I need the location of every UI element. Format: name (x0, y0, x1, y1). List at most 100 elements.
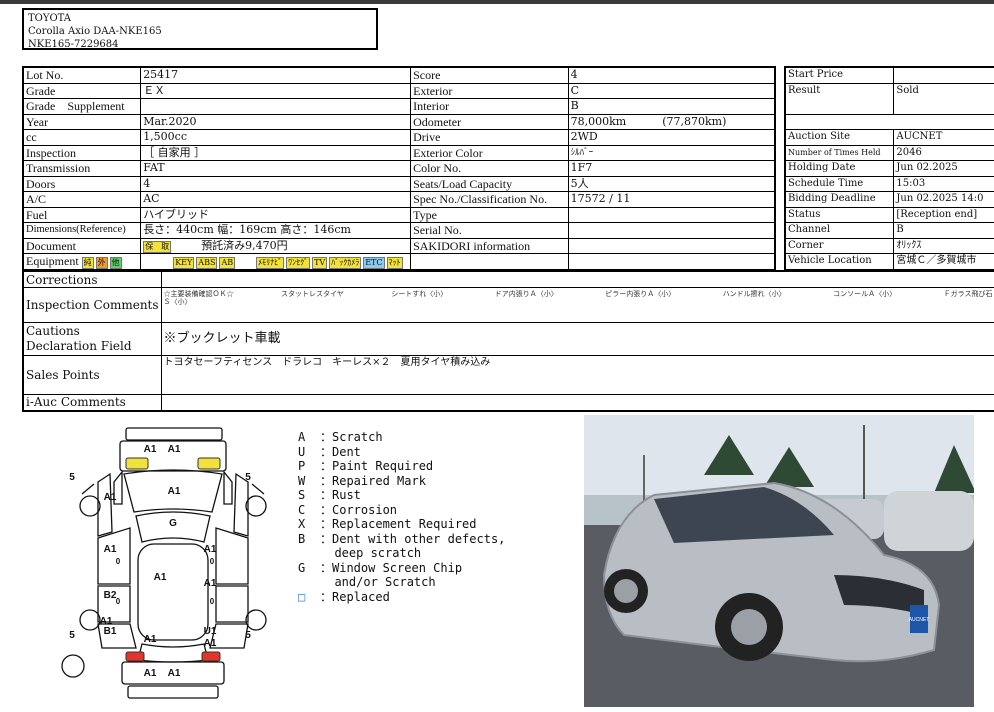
equip-tag-navi: ﾒﾓﾘﾅﾋﾞ (256, 256, 285, 269)
auction-site-value: AUCNET (893, 129, 994, 146)
serial-value (567, 222, 776, 239)
cautions-label-2: Declaration Field (26, 339, 132, 353)
color-no-label: Color No. (410, 160, 569, 177)
vehicle-make: TOYOTA (28, 13, 72, 24)
cc-value: 1,500cc (140, 129, 412, 146)
rear-window-shape (137, 643, 209, 663)
rear-bumper-shape (127, 685, 219, 699)
mark-hood: A1 (168, 486, 181, 497)
cautions-label-1: Cautions (26, 324, 80, 338)
top-bar (0, 0, 994, 4)
row-document: Document 保 取預託済み9,470円 SAKIDORI informat… (22, 237, 776, 254)
sales-value: トヨタセーフティセンス ドラレコ キーレス×２ 夏用タイヤ積み込み (160, 355, 994, 395)
row-insp-comments: Inspection Comments ☆主要装備確認ＯＫ☆ スタットレスタイヤ… (22, 287, 994, 323)
corner-value: ｵﾘｯｸｽ (893, 237, 994, 254)
year-label: Year (22, 113, 142, 130)
equip-tag-abs: ABS (196, 256, 218, 269)
row-cautions: Cautions Declaration Field ※ブックレット車載 (22, 322, 994, 356)
corrections-value (160, 270, 994, 288)
legend-code: G (298, 560, 306, 575)
row-status: Status [Reception end] (784, 206, 994, 223)
transmission-label: Transmission (22, 160, 142, 177)
row-lot: Lot No. 25417 Score 4 (22, 66, 776, 84)
license-plate-icon (910, 605, 928, 633)
sakidori-label: SAKIDORI information (410, 237, 569, 254)
score-value: 4 (567, 66, 776, 84)
document-text: 預託済み9,470円 (201, 238, 288, 252)
legend-desc: ：Scratch (320, 430, 383, 444)
fuel-value: ハイブリッド (140, 206, 412, 223)
ext-color-value: ｼﾙﾊﾞｰ (567, 144, 776, 161)
comments-table: Corrections Inspection Comments ☆主要装備確認Ｏ… (22, 270, 994, 412)
color-no-value: 1F7 (567, 160, 776, 177)
cc-label: cc (22, 129, 142, 146)
front-left-fender-shape (113, 470, 123, 505)
drive-value: 2WD (567, 129, 776, 146)
cautions-value: ※ブックレット車載 (160, 322, 994, 356)
legend-row: B：Dent with other defects, (298, 532, 505, 547)
legend-row: C：Corrosion (298, 503, 505, 518)
tire-rear-right-icon (245, 609, 267, 631)
cautions-label: Cautions Declaration Field (22, 322, 162, 356)
tire-depth-rr: 5 (245, 630, 251, 641)
dimensions-value: 長さ：440cm 幅：169cm 高さ：146cm (140, 222, 412, 239)
iauc-value (160, 394, 994, 411)
doors-label: Doors (22, 175, 142, 192)
roof-shape (137, 543, 209, 641)
insp-comment-3: シートすれ〈小〉 (391, 290, 448, 298)
car-grille-icon (834, 575, 924, 615)
ext-color-label: Exterior Color (410, 144, 569, 161)
grade-supp-label: Grade Supplement (22, 98, 142, 115)
status-value: [Reception end] (893, 206, 994, 223)
inspection-value: ［ 自家用 ］ (140, 144, 412, 161)
legend-desc: deep scratch (320, 546, 422, 560)
legend-code: S (298, 488, 306, 502)
tire-front-right-icon (245, 495, 267, 517)
odometer-value: 78,000km(77,870km) (567, 113, 776, 130)
legend-code: C (298, 502, 306, 517)
legend-desc: ：Dent with other defects, (320, 531, 506, 546)
rear-light-left-icon (125, 651, 145, 662)
result-label: Result (784, 82, 895, 115)
result-value: Sold (893, 82, 994, 115)
legend-desc: ：Paint Required (320, 459, 434, 473)
equip-tag-mat: ﾏｯﾄ (386, 256, 403, 269)
mark-left-rear-door-upper: A1 (100, 616, 113, 627)
row-inspection: Inspection ［ 自家用 ］ Exterior Color ｼﾙﾊﾞｰ (22, 144, 776, 161)
front-right-fender-shape (223, 470, 233, 505)
right-rear-fender-shape (209, 623, 249, 649)
ac-value: AC (140, 191, 412, 208)
document-tag: 保 取 (143, 240, 172, 253)
legend-row: W：Repaired Mark (298, 474, 505, 489)
mark-right-rear-fender: U1 (204, 626, 217, 637)
mark-windshield: G (169, 518, 177, 529)
vehicle-photo: AUCNET (584, 415, 974, 707)
row-location: Vehicle Location 宮城Ｃ／多賀城市 (784, 253, 994, 270)
holding-date-value: Jun 02.2025 (893, 160, 994, 177)
equip-tag-etc: ETC (363, 256, 385, 269)
vehicle-model: Corolla Axio DAA-NKE165 (28, 26, 162, 37)
mark-trunk-right: A1 (168, 668, 181, 679)
mark-left-front-fender: A1 (104, 492, 117, 503)
equipment-label-text: Equipment (26, 254, 79, 268)
deadline-value: Jun 02.2025 14:0 (893, 191, 994, 208)
sales-label: Sales Points (22, 355, 162, 395)
exterior-value: C (567, 82, 776, 99)
mark-left-rear-door: B2 (104, 590, 117, 601)
mark-trunk-left: A1 (144, 668, 157, 679)
vehicle-header: TOYOTA Corolla Axio DAA-NKE165 NKE165-72… (22, 8, 378, 50)
row-auction-site: Auction Site AUCNET (784, 129, 994, 146)
insp-comment-2: スタットレスタイヤ (281, 290, 344, 298)
insp-comment-7: コンソールＡ〈小〉 (833, 290, 897, 298)
row-schedule: Schedule Time 15:03 (784, 175, 994, 192)
row-iauc: i-Auc Comments (22, 394, 994, 411)
channel-value: B (893, 222, 994, 239)
left-front-side-shape (97, 472, 113, 537)
license-plate-text: AUCNET (909, 617, 930, 623)
interior-label: Interior (410, 98, 569, 115)
legend-code: A (298, 430, 306, 444)
serial-label: Serial No. (410, 222, 569, 239)
insp-comment-6: ハンドル擦れ〈小〉 (722, 290, 786, 298)
